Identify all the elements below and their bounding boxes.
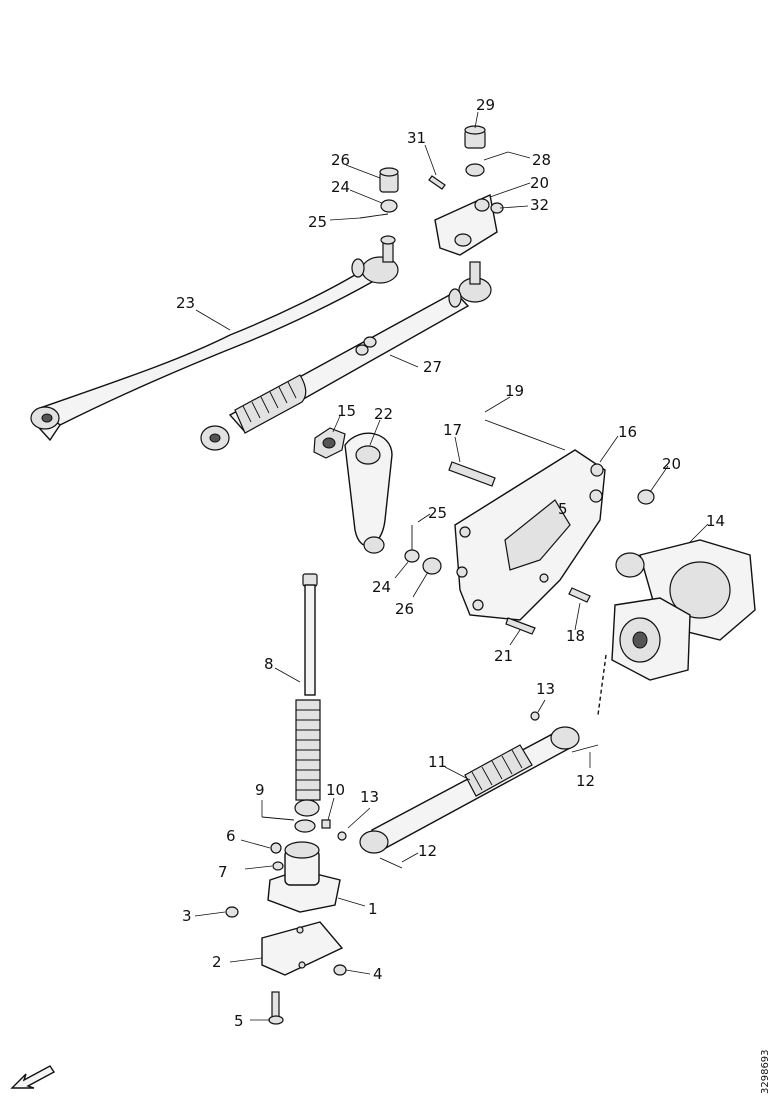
drawing-code: 3298693 (760, 1049, 771, 1094)
top-small-parts (359, 125, 509, 256)
label-24-lower: 24 (372, 578, 391, 596)
label-32: 32 (530, 196, 549, 214)
label-20-lower: 20 (662, 455, 681, 473)
label-26-upper: 26 (331, 151, 350, 169)
leader-lines (194, 111, 709, 1021)
label-2: 2 (212, 953, 222, 971)
label-12-left: 12 (418, 842, 437, 860)
steering-shaft-8 (261, 573, 331, 833)
label-21: 21 (494, 647, 513, 665)
label-13-right: 13 (536, 680, 555, 698)
column-bearing-housing-1 (225, 841, 341, 918)
label-28: 28 (532, 151, 551, 169)
label-16: 16 (618, 423, 637, 441)
steering-gear-14 (597, 539, 756, 716)
label-31: 31 (407, 129, 426, 147)
label-25-lower: 25 (428, 504, 447, 522)
label-11: 11 (428, 753, 447, 771)
mounting-plate-2 (261, 921, 347, 1025)
label-27: 27 (423, 358, 442, 376)
label-9: 9 (255, 781, 265, 799)
label-19: 19 (505, 382, 524, 400)
label-29: 29 (476, 96, 495, 114)
label-23: 23 (176, 294, 195, 312)
label-4: 4 (373, 965, 383, 983)
part-number-labels: 1 2 3 4 5 6 7 8 9 10 11 12 12 13 13 14 1… (176, 96, 725, 1030)
bracket-plate-5 (448, 419, 655, 635)
label-24-upper: 24 (331, 178, 350, 196)
label-10: 10 (326, 781, 345, 799)
label-12-right: 12 (576, 772, 595, 790)
label-14: 14 (706, 512, 725, 530)
pitman-arm-22 (313, 427, 442, 575)
label-5-bolt: 5 (234, 1012, 244, 1030)
tie-rod-27 (200, 261, 492, 451)
label-25-upper: 25 (308, 213, 327, 231)
intermediate-shaft-11 (337, 711, 599, 869)
label-26-lower: 26 (395, 600, 414, 618)
label-22: 22 (374, 405, 393, 423)
drag-link-23 (30, 235, 399, 442)
label-1: 1 (368, 900, 378, 918)
label-15: 15 (337, 402, 356, 420)
label-18: 18 (566, 627, 585, 645)
label-3: 3 (182, 907, 192, 925)
label-6: 6 (226, 827, 236, 845)
label-7: 7 (218, 863, 228, 881)
label-5-bracket: 5 (558, 500, 568, 518)
label-8: 8 (264, 655, 274, 673)
label-17: 17 (443, 421, 462, 439)
direction-arrow-icon (10, 1065, 56, 1089)
label-20-upper: 20 (530, 174, 549, 192)
label-13-left: 13 (360, 788, 379, 806)
